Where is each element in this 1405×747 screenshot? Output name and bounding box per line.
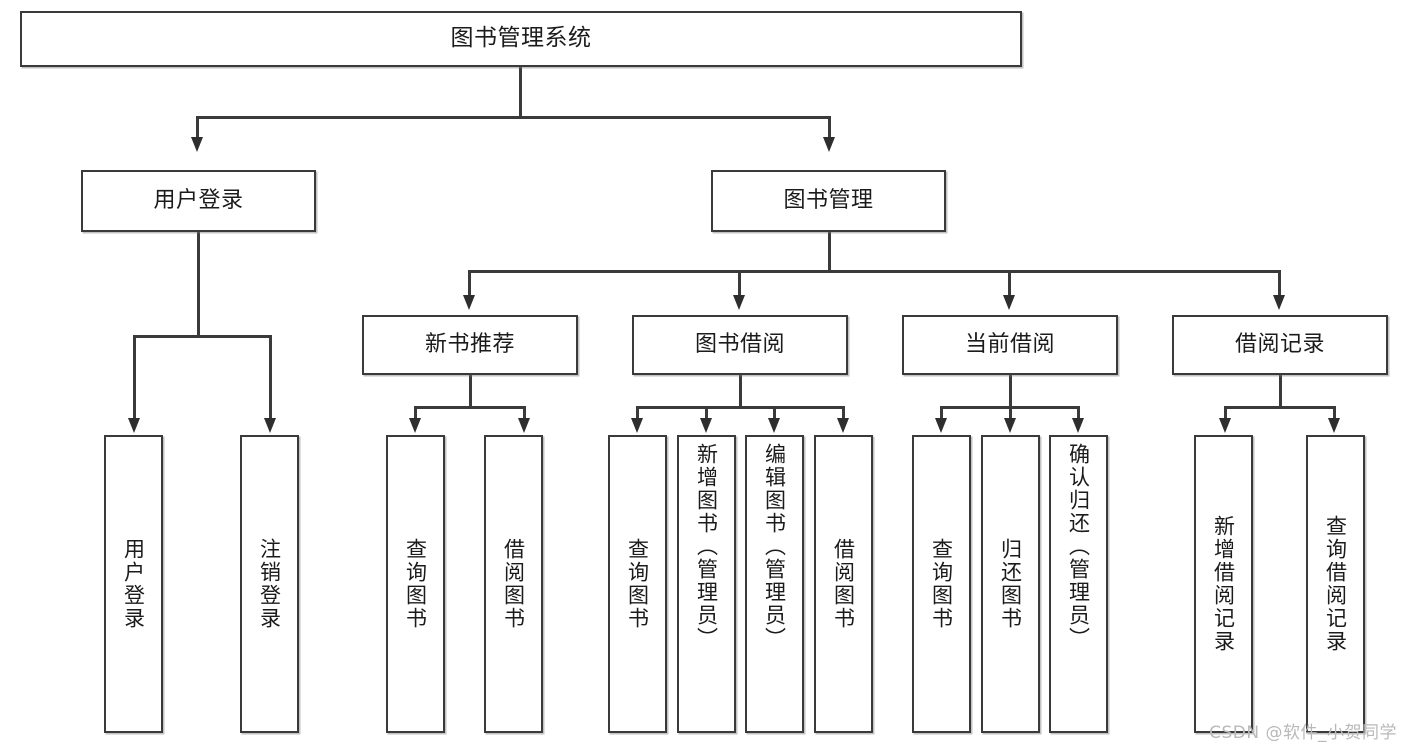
arrow-to-leaf-logout-login	[264, 418, 276, 433]
arrow-to-leaf-edit-book	[768, 418, 780, 433]
node-borrow-record[interactable]: 借阅记录	[1172, 315, 1388, 375]
connector-nbr-bar	[414, 406, 526, 409]
node-new-book-recommend[interactable]: 新书推荐	[362, 315, 578, 375]
node-label: 注销登录	[257, 538, 282, 630]
connector-bm-leg-3	[1008, 270, 1011, 296]
node-book-borrow[interactable]: 图书借阅	[632, 315, 848, 375]
node-leaf-query-book-3[interactable]: 查询图书	[912, 435, 971, 733]
node-leaf-query-book-2[interactable]: 查询图书	[608, 435, 667, 733]
connector-bm-leg-1	[468, 270, 471, 296]
node-book-management[interactable]: 图书管理	[711, 170, 946, 232]
connector-book-management-bar	[468, 270, 1280, 273]
arrow-to-leaf-add-book	[700, 418, 712, 433]
connector-nbr-stem	[469, 375, 472, 406]
connector-br-leg-2	[1333, 406, 1336, 419]
connector-root-bar	[196, 116, 830, 119]
node-label: 图书管理系统	[450, 25, 592, 52]
connector-cb-leg-2	[1009, 406, 1012, 419]
connector-user-login-leg-1	[133, 335, 136, 419]
node-label: 新增图书（管理员）	[694, 443, 719, 650]
connector-bb-leg-3	[773, 406, 776, 419]
connector-book-management-stem	[828, 232, 831, 270]
node-label: 借阅图书	[831, 538, 856, 630]
node-leaf-borrow-book-1[interactable]: 借阅图书	[484, 435, 543, 733]
connector-root-leg-right	[828, 116, 831, 139]
connector-root-stem	[519, 67, 522, 116]
node-label: 图书借阅	[694, 331, 785, 357]
connector-bb-leg-4	[842, 406, 845, 419]
node-label: 借阅图书	[501, 538, 526, 630]
arrow-to-leaf-query-record	[1328, 418, 1340, 433]
arrow-to-leaf-add-record	[1219, 418, 1231, 433]
connector-user-login-stem	[197, 232, 200, 335]
node-leaf-user-login[interactable]: 用户登录	[104, 435, 163, 733]
connector-bb-leg-2	[705, 406, 708, 419]
csdn-watermark: CSDN @软件_小贺同学	[1209, 723, 1397, 743]
connector-cb-leg-3	[1077, 406, 1080, 419]
node-label: 查询图书	[625, 538, 650, 630]
connector-bb-bar	[636, 406, 845, 409]
arrow-to-leaf-borrow-book-2	[837, 418, 849, 433]
arrow-to-leaf-query-book-3	[935, 418, 947, 433]
connector-bm-leg-2	[738, 270, 741, 296]
node-leaf-query-record[interactable]: 查询借阅记录	[1306, 435, 1365, 733]
node-leaf-add-book[interactable]: 新增图书（管理员）	[677, 435, 736, 733]
node-label: 当前借阅	[964, 331, 1055, 357]
connector-cb-leg-1	[940, 406, 943, 419]
arrow-to-user-login	[191, 137, 203, 152]
arrow-to-leaf-query-book-1	[409, 418, 421, 433]
connector-br-bar	[1224, 406, 1336, 409]
node-leaf-edit-book[interactable]: 编辑图书（管理员）	[745, 435, 804, 733]
node-label: 用户登录	[153, 187, 244, 213]
node-current-borrow[interactable]: 当前借阅	[902, 315, 1118, 375]
node-leaf-return-book[interactable]: 归还图书	[981, 435, 1040, 733]
node-label: 借阅记录	[1234, 331, 1325, 357]
arrow-to-leaf-return-book	[1004, 418, 1016, 433]
arrow-to-book-borrow	[733, 295, 745, 310]
node-label: 用户登录	[121, 538, 146, 630]
connector-root-leg-left	[196, 116, 199, 139]
node-label: 编辑图书（管理员）	[762, 443, 787, 650]
connector-user-login-leg-2	[269, 335, 272, 419]
node-leaf-logout-login[interactable]: 注销登录	[240, 435, 299, 733]
arrow-to-leaf-confirm-return	[1072, 418, 1084, 433]
node-label: 新增借阅记录	[1211, 515, 1236, 653]
connector-br-stem	[1279, 375, 1282, 406]
connector-bb-stem	[739, 375, 742, 406]
connector-nbr-leg-2	[523, 406, 526, 419]
arrow-to-current-borrow	[1003, 295, 1015, 310]
arrow-to-leaf-user-login	[128, 418, 140, 433]
arrow-to-leaf-borrow-book-1	[518, 418, 530, 433]
node-label: 查询借阅记录	[1323, 515, 1348, 653]
node-leaf-query-book-1[interactable]: 查询图书	[386, 435, 445, 733]
connector-user-login-bar	[133, 335, 271, 338]
arrow-to-borrow-record	[1273, 295, 1285, 310]
node-user-login[interactable]: 用户登录	[81, 170, 316, 232]
node-label: 查询图书	[403, 538, 428, 630]
node-label: 图书管理	[783, 187, 874, 213]
connector-nbr-leg-1	[414, 406, 417, 419]
connector-bm-leg-4	[1278, 270, 1281, 296]
node-leaf-confirm-return[interactable]: 确认归还（管理员）	[1049, 435, 1108, 733]
arrow-to-new-book-recommend	[463, 295, 475, 310]
node-label: 新书推荐	[424, 331, 515, 357]
node-label: 确认归还（管理员）	[1066, 443, 1091, 650]
node-label: 查询图书	[929, 538, 954, 630]
node-label: 归还图书	[998, 538, 1023, 630]
arrow-to-leaf-query-book-2	[631, 418, 643, 433]
node-root-library-system[interactable]: 图书管理系统	[20, 11, 1022, 67]
arrow-to-book-management	[823, 137, 835, 152]
connector-cb-stem	[1009, 375, 1012, 406]
node-leaf-add-record[interactable]: 新增借阅记录	[1194, 435, 1253, 733]
node-leaf-borrow-book-2[interactable]: 借阅图书	[814, 435, 873, 733]
connector-bb-leg-1	[636, 406, 639, 419]
connector-br-leg-1	[1224, 406, 1227, 419]
